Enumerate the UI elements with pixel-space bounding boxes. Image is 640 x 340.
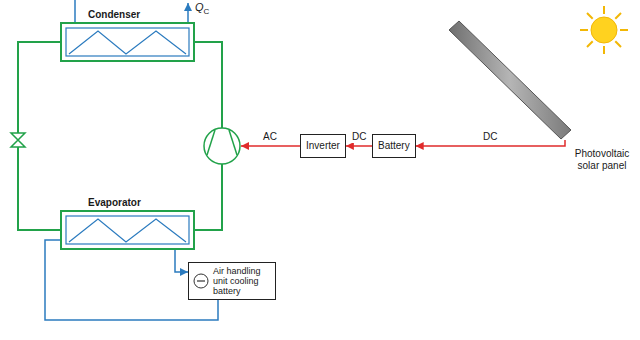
dc-power-line xyxy=(346,145,372,147)
sun-ray xyxy=(580,29,588,31)
compressor-symbol xyxy=(204,128,240,164)
compressor-symbol-line xyxy=(229,130,237,155)
exchanger-tube xyxy=(66,28,189,56)
sun-ray xyxy=(615,13,621,19)
exchanger-coil xyxy=(69,219,186,242)
exchanger-coil xyxy=(69,31,186,54)
pump-symbol xyxy=(192,271,212,291)
label-subscript: C xyxy=(204,7,210,16)
exchanger-tube xyxy=(66,216,189,244)
sun-ray xyxy=(615,41,621,47)
sun-ray xyxy=(603,46,605,54)
node-label: Photovoltaic solar panel xyxy=(569,148,635,172)
ac-power-line xyxy=(241,145,300,147)
node-label: Air handling unit cooling battery xyxy=(213,266,271,296)
node-label: Inverter xyxy=(306,139,340,153)
sun-ray xyxy=(603,6,605,14)
ac-label: AC xyxy=(262,131,278,143)
inverter-box: Inverter xyxy=(300,134,346,158)
expansion-valve-symbol xyxy=(11,133,25,147)
compressor-symbol-line xyxy=(207,130,215,155)
sun-ray xyxy=(587,13,593,19)
node-label: Battery xyxy=(378,139,410,153)
battery-box: Battery xyxy=(372,134,416,158)
sun-ray xyxy=(620,29,628,31)
sun-ray xyxy=(587,41,593,47)
node-label: Condenser xyxy=(60,8,195,22)
exchanger-shell xyxy=(61,211,194,249)
edge-label: DC xyxy=(351,131,367,143)
refrigerant-pipe xyxy=(18,42,60,230)
chilled-water-pipe xyxy=(175,250,188,272)
sun-disc xyxy=(591,17,617,43)
node-label: Evaporator xyxy=(60,196,195,210)
heat-rejection-arrow xyxy=(187,3,189,22)
solar-panel-slab xyxy=(449,21,571,139)
refrigerant-pipe xyxy=(195,42,222,128)
label-main: Q xyxy=(195,1,204,13)
air-handling-unit: Air handling unit cooling battery xyxy=(188,262,276,300)
exchanger-shell xyxy=(61,23,194,61)
cooling-water-pipe xyxy=(74,0,76,22)
condenser-heat-exchanger: Condenser xyxy=(60,8,195,62)
pump-mark xyxy=(197,280,205,281)
evaporator-heat-exchanger: Evaporator xyxy=(60,196,195,250)
pump-circle xyxy=(194,274,208,288)
solar-panel-symbol xyxy=(445,18,575,140)
photovoltaic-panel: Photovoltaic solar panel xyxy=(445,18,575,140)
edge-label: DC xyxy=(482,131,498,143)
heat-flow-label: QC xyxy=(194,1,210,18)
sun-rays xyxy=(580,6,628,54)
refrigerant-pipe xyxy=(195,164,222,230)
